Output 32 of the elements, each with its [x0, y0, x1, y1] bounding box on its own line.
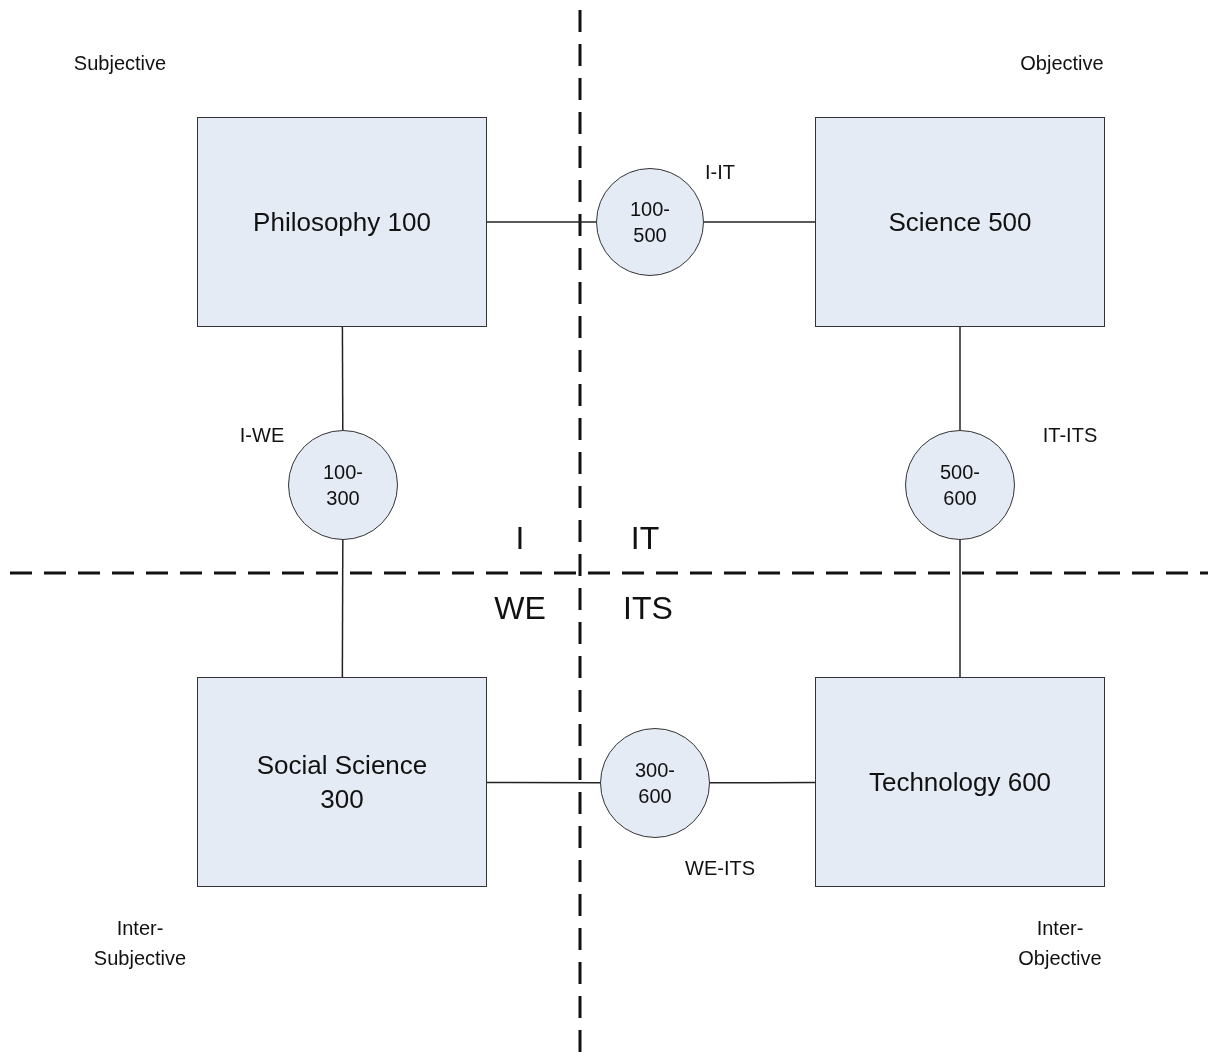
axis-pole-label: Objective — [1020, 51, 1104, 75]
axis-pole-label: Inter- Subjective — [92, 916, 188, 971]
range-label: 100- 500 — [629, 197, 671, 248]
quadrant-label: WE — [494, 589, 546, 627]
connector-line — [486, 781, 601, 784]
box-label: Philosophy 100 — [253, 206, 431, 239]
category-box — [815, 117, 1105, 327]
node-caption: I-IT — [705, 160, 735, 184]
category-box — [197, 117, 487, 327]
connector-line — [486, 221, 597, 223]
box-label: Science 500 — [888, 206, 1032, 239]
node-caption: WE-ITS — [685, 856, 755, 880]
node-caption: IT-ITS — [1042, 423, 1098, 447]
category-box — [197, 677, 487, 887]
quadrant-label: ITS — [623, 589, 673, 627]
axis-pole-label: Inter- Objective — [1017, 916, 1103, 971]
quadrant-label: I — [515, 519, 525, 557]
connector-line — [959, 539, 961, 678]
connector-line — [341, 539, 344, 678]
range-label: 300- 600 — [634, 758, 676, 809]
range-label: 500- 600 — [939, 460, 981, 511]
box-label: Technology 600 — [868, 766, 1052, 799]
connector-line — [341, 326, 344, 431]
quadrant-label: IT — [630, 519, 660, 557]
range-label: 100- 300 — [322, 460, 364, 511]
connector-line — [703, 221, 816, 223]
category-box — [815, 677, 1105, 887]
box-label: Social Science 300 — [255, 749, 429, 816]
axis-pole-label: Subjective — [73, 51, 167, 75]
connector-line — [709, 781, 816, 784]
connector-line — [959, 326, 961, 431]
node-caption: I-WE — [239, 423, 285, 447]
